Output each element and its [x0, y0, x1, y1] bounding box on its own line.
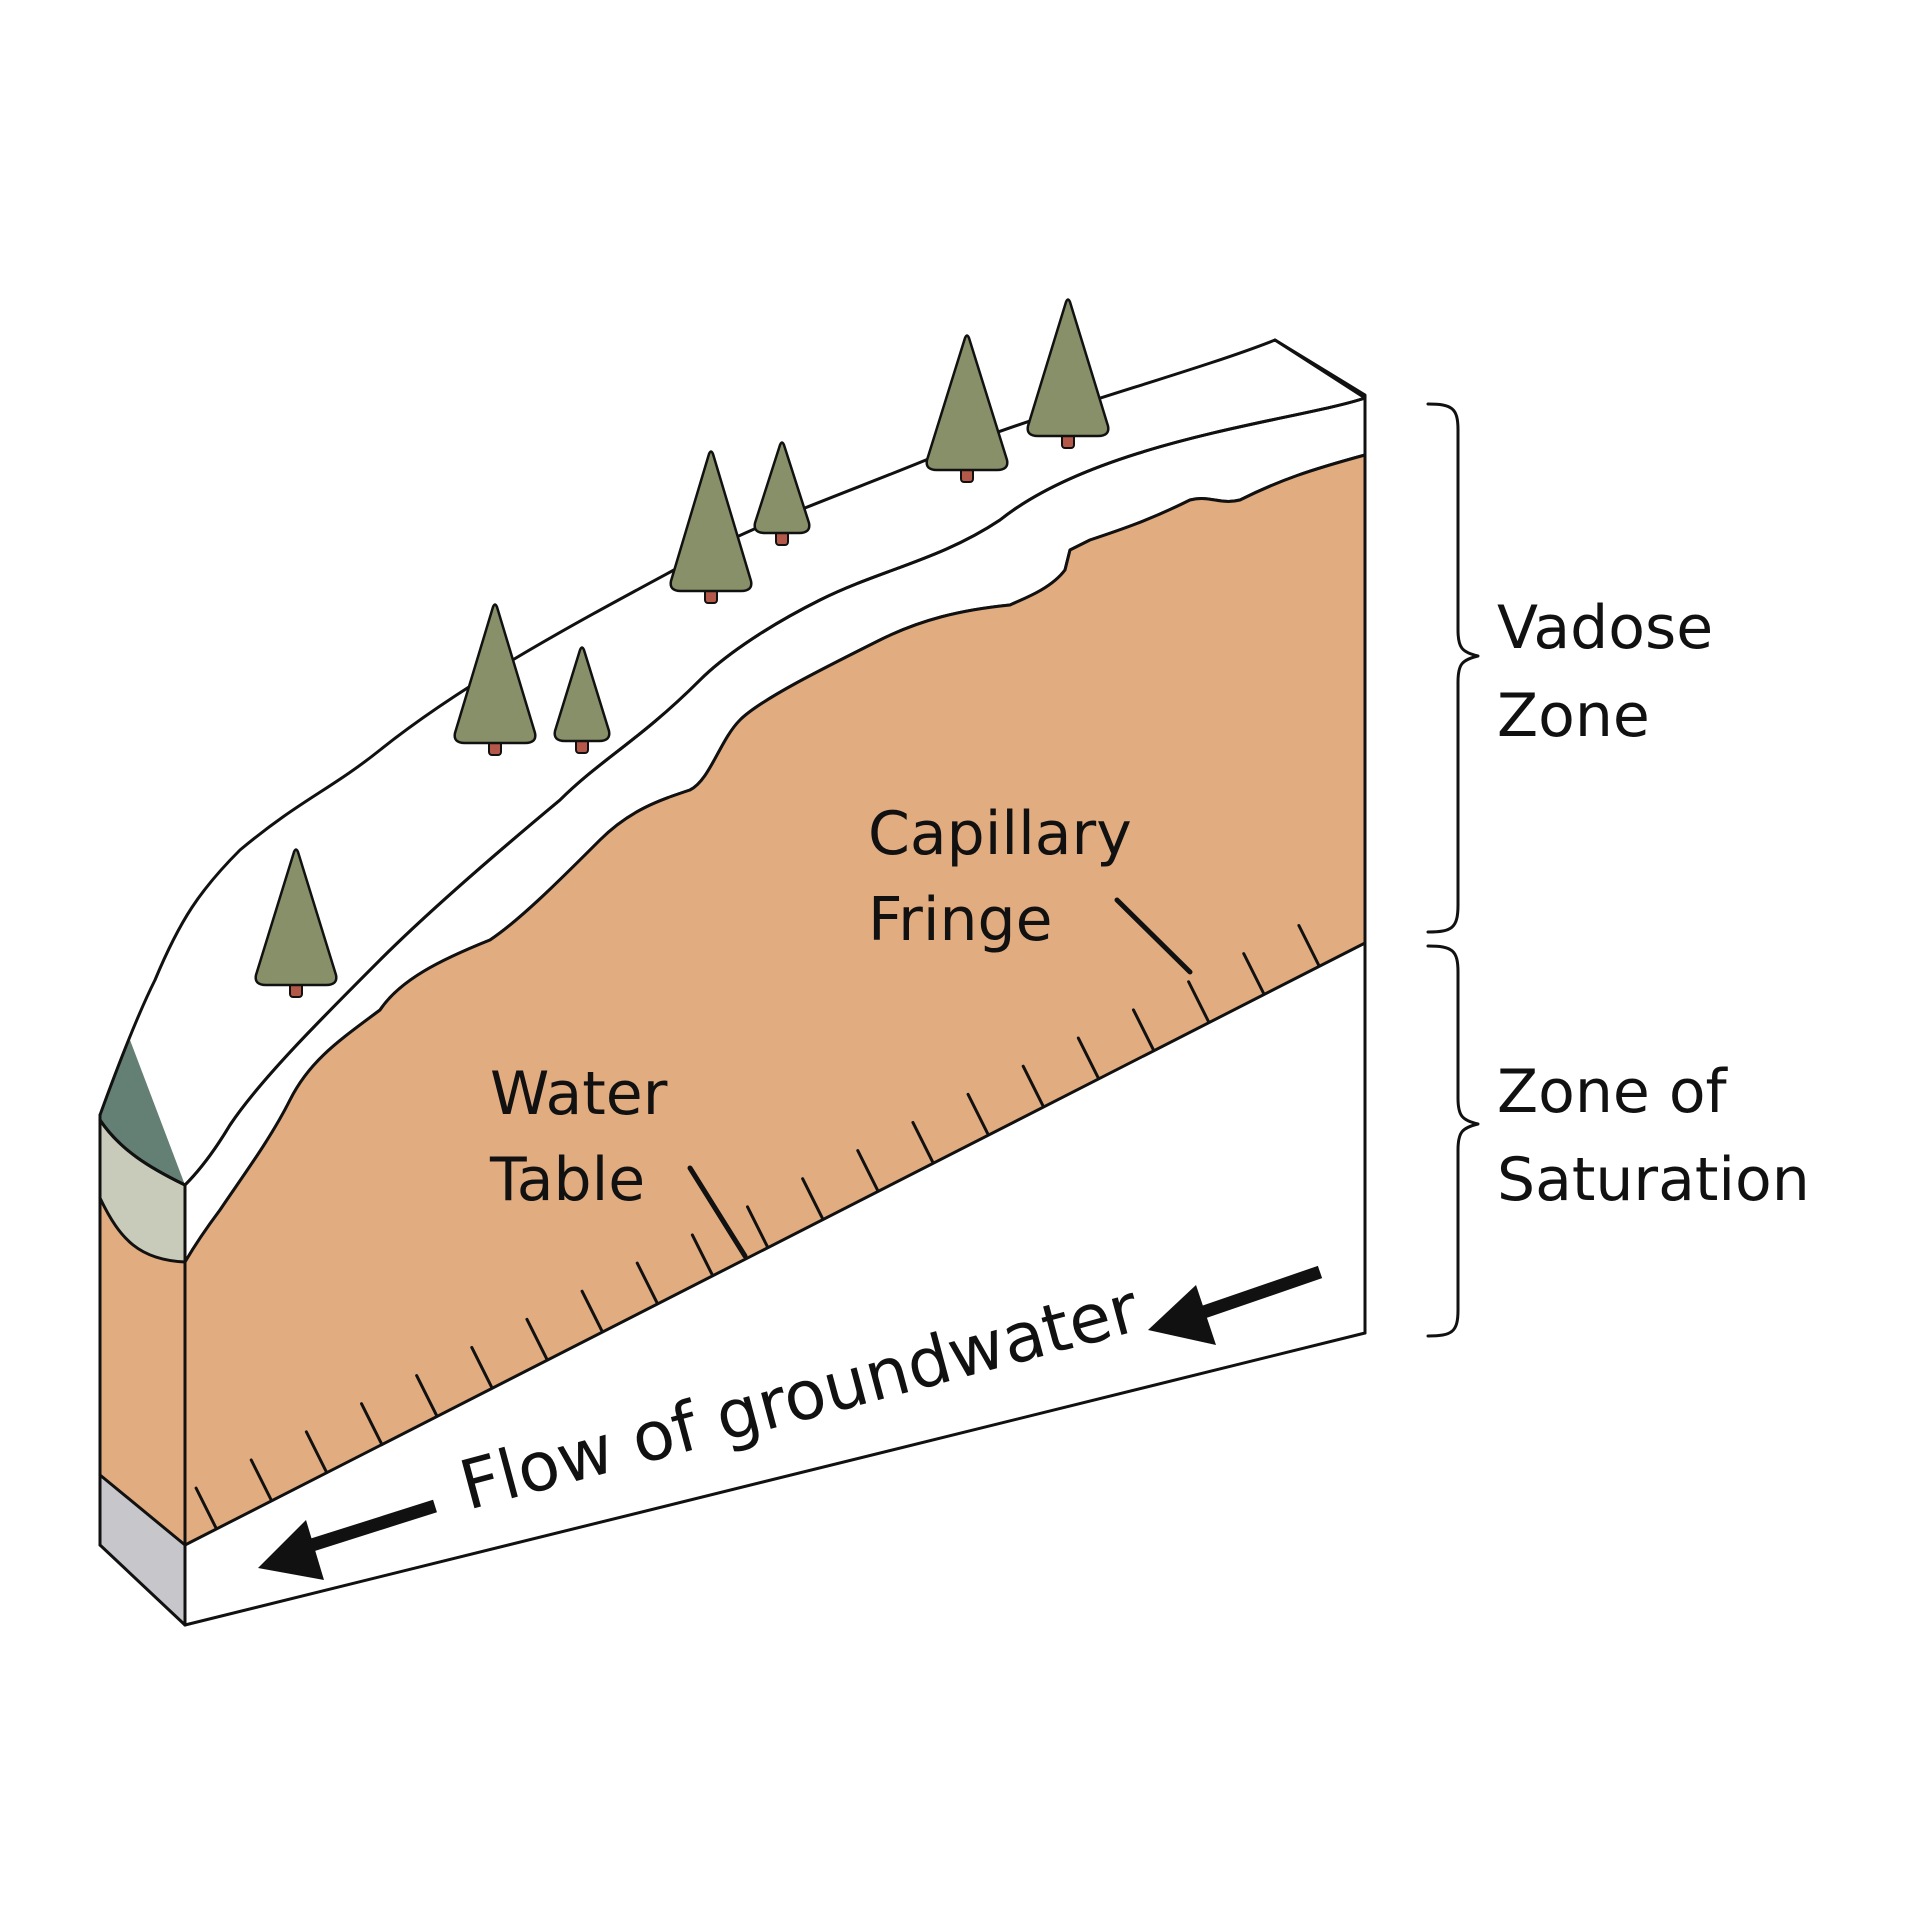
water-table-tick [360, 1402, 384, 1446]
side-saturated-layer [100, 1475, 185, 1625]
water-table-leader [687, 1165, 748, 1259]
vadose-zone-line-2: Zone [1497, 681, 1650, 751]
water-table-tick [1187, 980, 1211, 1024]
side-unsaturated-layer [100, 1198, 185, 1545]
water-table-tick [304, 1430, 328, 1474]
block-outline [98, 338, 1367, 1627]
tree-group [254, 298, 1110, 998]
zone-of-saturation-brace [1426, 944, 1480, 1338]
water-table-tick [690, 1233, 714, 1277]
tree-crown [1026, 298, 1110, 438]
unsaturated-zone-face [185, 455, 1365, 1545]
vadose-zone-brace [1426, 402, 1480, 934]
unsaturated-top-edge [183, 453, 1367, 1264]
water-table-tick [1076, 1036, 1100, 1080]
water-table-tick [1131, 1008, 1155, 1052]
flow-arrow-left [258, 1499, 437, 1580]
tree-crown [254, 848, 338, 987]
vadose-zone-label: Vadose Zone [1497, 593, 1732, 751]
capillary-fringe-line-2: Fringe [868, 885, 1053, 955]
water-table-tick [525, 1317, 549, 1361]
tree-crown [753, 441, 811, 535]
capillary-fringe-line-1: Capillary [868, 799, 1132, 869]
water-table-tick [249, 1458, 273, 1502]
tree-crown [669, 450, 753, 593]
water-table-tick [1242, 952, 1266, 996]
water-table-tick [470, 1345, 494, 1389]
water-table-tick [856, 1149, 880, 1193]
tree [753, 441, 811, 546]
water-table-tick [415, 1374, 439, 1418]
water-table-tick [745, 1205, 769, 1249]
tree [1026, 298, 1110, 449]
water-table-tick [1297, 924, 1321, 968]
zone-of-saturation-line-1: Zone of [1497, 1057, 1729, 1127]
block-side-face [100, 1040, 185, 1625]
tree [669, 450, 753, 604]
water-table-tick [801, 1177, 825, 1221]
water-table-tick [635, 1261, 659, 1305]
water-table-tick [911, 1120, 935, 1164]
vadose-zone-line-1: Vadose [1497, 593, 1713, 663]
water-table-ticks [194, 924, 1321, 1530]
water-table-tick [966, 1092, 990, 1136]
water-table-label: Water Table [489, 1059, 686, 1215]
tree-crown [925, 334, 1009, 472]
flow-arrow-right [1148, 1265, 1323, 1345]
tree [254, 848, 338, 998]
side-subsoil-layer [100, 1120, 185, 1262]
capillary-fringe-leader [1114, 897, 1193, 975]
tree-crown [453, 603, 537, 745]
water-table-tick [1021, 1064, 1045, 1108]
side-vegetation-layer [100, 1040, 185, 1185]
capillary-fringe-label: Capillary Fringe [868, 799, 1151, 955]
zone-of-saturation-line-2: Saturation [1497, 1145, 1810, 1215]
tree [925, 334, 1009, 483]
water-table-line-2: Table [489, 1145, 645, 1215]
tree [553, 646, 611, 754]
water-table-tick [580, 1289, 604, 1333]
tree [453, 603, 537, 756]
water-table-tick [194, 1486, 218, 1530]
zone-of-saturation-label: Zone of Saturation [1497, 1057, 1810, 1215]
tree-crown [553, 646, 611, 743]
water-table-line-1: Water [490, 1059, 668, 1129]
